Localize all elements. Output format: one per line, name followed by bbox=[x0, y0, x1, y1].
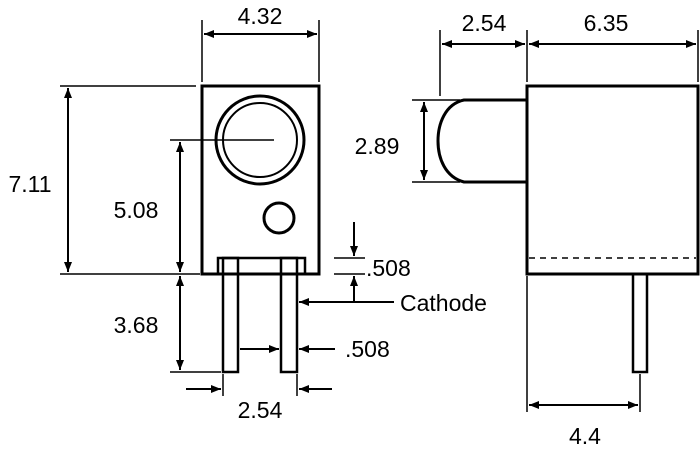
dim-label-lead-offset: 4.4 bbox=[569, 423, 601, 449]
dim-lead-offset: 4.4 bbox=[526, 276, 641, 449]
dim-front-width: 4.32 bbox=[201, 3, 320, 82]
standoff-notch bbox=[216, 256, 307, 274]
side-lead bbox=[631, 272, 649, 374]
side-view bbox=[436, 84, 700, 374]
dim-label-lens-center-height: 5.08 bbox=[114, 197, 159, 223]
side-body bbox=[525, 84, 700, 276]
dim-label-lead-length: 3.68 bbox=[114, 312, 159, 338]
lead-right bbox=[279, 256, 299, 374]
lead-left bbox=[221, 256, 240, 374]
side-lens-dome bbox=[436, 98, 527, 184]
dim-label-standoff: .508 bbox=[366, 255, 411, 281]
dim-label-lens-protrusion: 2.54 bbox=[462, 10, 507, 36]
dim-lead-spacing: 2.54 bbox=[186, 374, 332, 423]
dim-label-total-height: 7.11 bbox=[8, 171, 51, 197]
dim-label-front-width: 4.32 bbox=[238, 3, 283, 29]
dim-lens-protrusion: 2.54 bbox=[439, 10, 528, 96]
dim-label-body-depth: 6.35 bbox=[584, 10, 629, 36]
front-view bbox=[200, 84, 321, 374]
dim-body-depth: 6.35 bbox=[529, 10, 699, 82]
dim-lens-diameter: 2.89 bbox=[355, 99, 460, 183]
cathode-callout: Cathode bbox=[299, 290, 487, 316]
dim-lens-center-height: 5.08 bbox=[114, 139, 274, 272]
dim-lead-length: 3.68 bbox=[114, 276, 221, 373]
dim-standoff: .508 bbox=[334, 222, 411, 303]
dim-lead-thickness: .508 bbox=[240, 336, 390, 362]
dim-label-lead-thickness: .508 bbox=[345, 336, 390, 362]
polarity-dot bbox=[262, 201, 296, 235]
dim-label-lead-spacing: 2.54 bbox=[238, 397, 283, 423]
dim-label-lens-diameter: 2.89 bbox=[355, 133, 400, 159]
front-body bbox=[200, 84, 321, 276]
dim-total-height: 7.11 bbox=[8, 85, 200, 275]
cathode-label: Cathode bbox=[400, 290, 487, 316]
